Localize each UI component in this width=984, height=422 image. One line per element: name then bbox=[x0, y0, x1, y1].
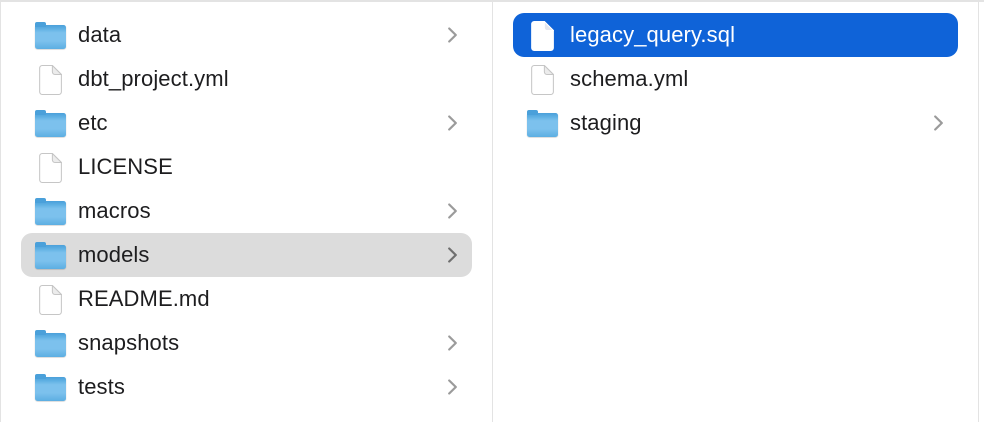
folder-row-snapshots[interactable]: snapshots bbox=[21, 321, 472, 365]
document-icon bbox=[531, 20, 554, 51]
document-icon bbox=[39, 64, 62, 95]
item-label: tests bbox=[78, 374, 125, 399]
item-label: staging bbox=[570, 110, 642, 135]
next-column-sliver bbox=[979, 2, 984, 422]
item-icon-box bbox=[34, 241, 66, 269]
folder-row-data[interactable]: data bbox=[21, 13, 472, 57]
file-row-dbt_project.yml[interactable]: dbt_project.yml bbox=[21, 57, 472, 101]
item-icon-box bbox=[34, 21, 66, 49]
item-icon-box bbox=[34, 373, 66, 401]
item-icon-box bbox=[34, 109, 66, 137]
item-label: data bbox=[78, 22, 122, 47]
document-icon bbox=[531, 64, 554, 95]
document-icon bbox=[39, 284, 62, 315]
file-row-schema.yml[interactable]: schema.yml bbox=[513, 57, 958, 101]
chevron-right-icon bbox=[448, 335, 457, 351]
file-row-legacy_query.sql[interactable]: legacy_query.sql bbox=[513, 13, 958, 57]
folder-row-models[interactable]: models bbox=[21, 233, 472, 277]
chevron-right-icon bbox=[448, 379, 457, 395]
folder-icon bbox=[34, 109, 66, 137]
item-label: snapshots bbox=[78, 330, 180, 355]
item-icon-box bbox=[34, 197, 66, 225]
file-row-LICENSE[interactable]: LICENSE bbox=[21, 145, 472, 189]
chevron-right-icon bbox=[448, 203, 457, 219]
folder-row-staging[interactable]: staging bbox=[513, 101, 958, 145]
folder-icon bbox=[34, 197, 66, 225]
item-label: LICENSE bbox=[78, 154, 173, 179]
folder-icon bbox=[34, 241, 66, 269]
folder-icon bbox=[34, 329, 66, 357]
item-label: dbt_project.yml bbox=[78, 66, 229, 91]
folder-row-tests[interactable]: tests bbox=[21, 365, 472, 409]
item-label: schema.yml bbox=[570, 66, 689, 91]
folder-icon bbox=[526, 109, 558, 137]
item-icon-box bbox=[34, 64, 66, 95]
chevron-right-icon bbox=[448, 247, 457, 263]
folder-row-etc[interactable]: etc bbox=[21, 101, 472, 145]
chevron-right-icon bbox=[448, 27, 457, 43]
item-icon-box bbox=[526, 64, 558, 95]
item-label: README.md bbox=[78, 286, 210, 311]
folder-icon bbox=[34, 373, 66, 401]
file-row-README.md[interactable]: README.md bbox=[21, 277, 472, 321]
folder-row-macros[interactable]: macros bbox=[21, 189, 472, 233]
item-icon-box bbox=[526, 20, 558, 51]
item-icon-box bbox=[34, 284, 66, 315]
item-label: legacy_query.sql bbox=[570, 22, 736, 47]
chevron-right-icon bbox=[934, 115, 943, 131]
document-icon bbox=[39, 152, 62, 183]
item-icon-box bbox=[34, 152, 66, 183]
item-icon-box bbox=[526, 109, 558, 137]
item-label: etc bbox=[78, 110, 108, 135]
item-label: macros bbox=[78, 198, 151, 223]
chevron-right-icon bbox=[448, 115, 457, 131]
item-icon-box bbox=[34, 329, 66, 357]
item-label: models bbox=[78, 242, 150, 267]
finder-column-1[interactable]: data dbt_project.yml etc bbox=[1, 2, 493, 422]
finder-column-2[interactable]: legacy_query.sql schema.yml staging bbox=[493, 2, 979, 422]
folder-icon bbox=[34, 21, 66, 49]
